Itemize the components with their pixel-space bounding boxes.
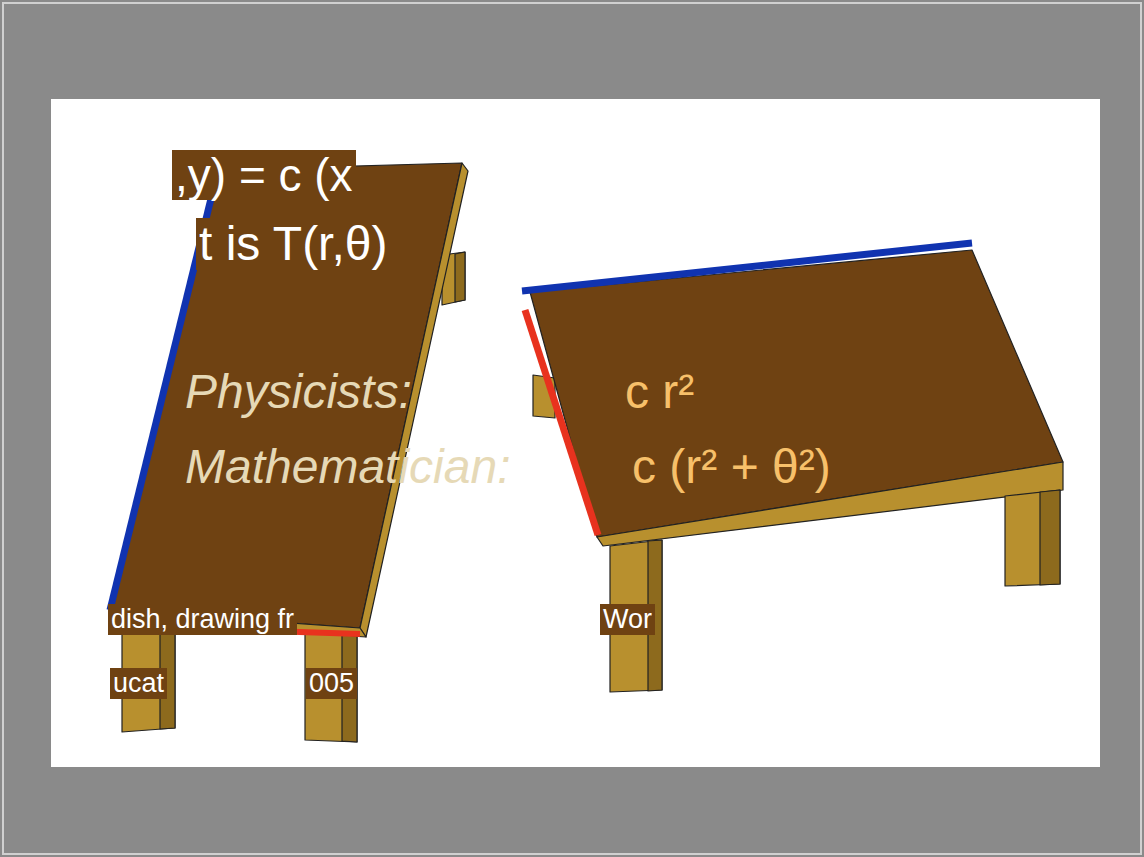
right-table — [530, 250, 1063, 692]
formula-fragment: ,y) = c (x — [172, 150, 356, 200]
blue-edge — [522, 243, 972, 291]
row-heading: Mathematician: — [185, 443, 510, 491]
white-panel — [51, 99, 1100, 767]
formula: c r² — [625, 368, 694, 416]
row-heading: Physicists: — [185, 368, 412, 416]
credit-fragment: Wor — [600, 604, 655, 635]
credit-fragment: dish, drawing fr — [108, 604, 297, 635]
red-edge — [525, 310, 598, 535]
slide-frame — [3, 3, 1141, 854]
formula: c (r² + θ²) — [632, 443, 831, 491]
formula-fragment: t is T(r,θ) — [196, 218, 390, 270]
credit-fragment: ucat — [110, 668, 167, 699]
credit-fragment: 005 — [306, 668, 357, 699]
